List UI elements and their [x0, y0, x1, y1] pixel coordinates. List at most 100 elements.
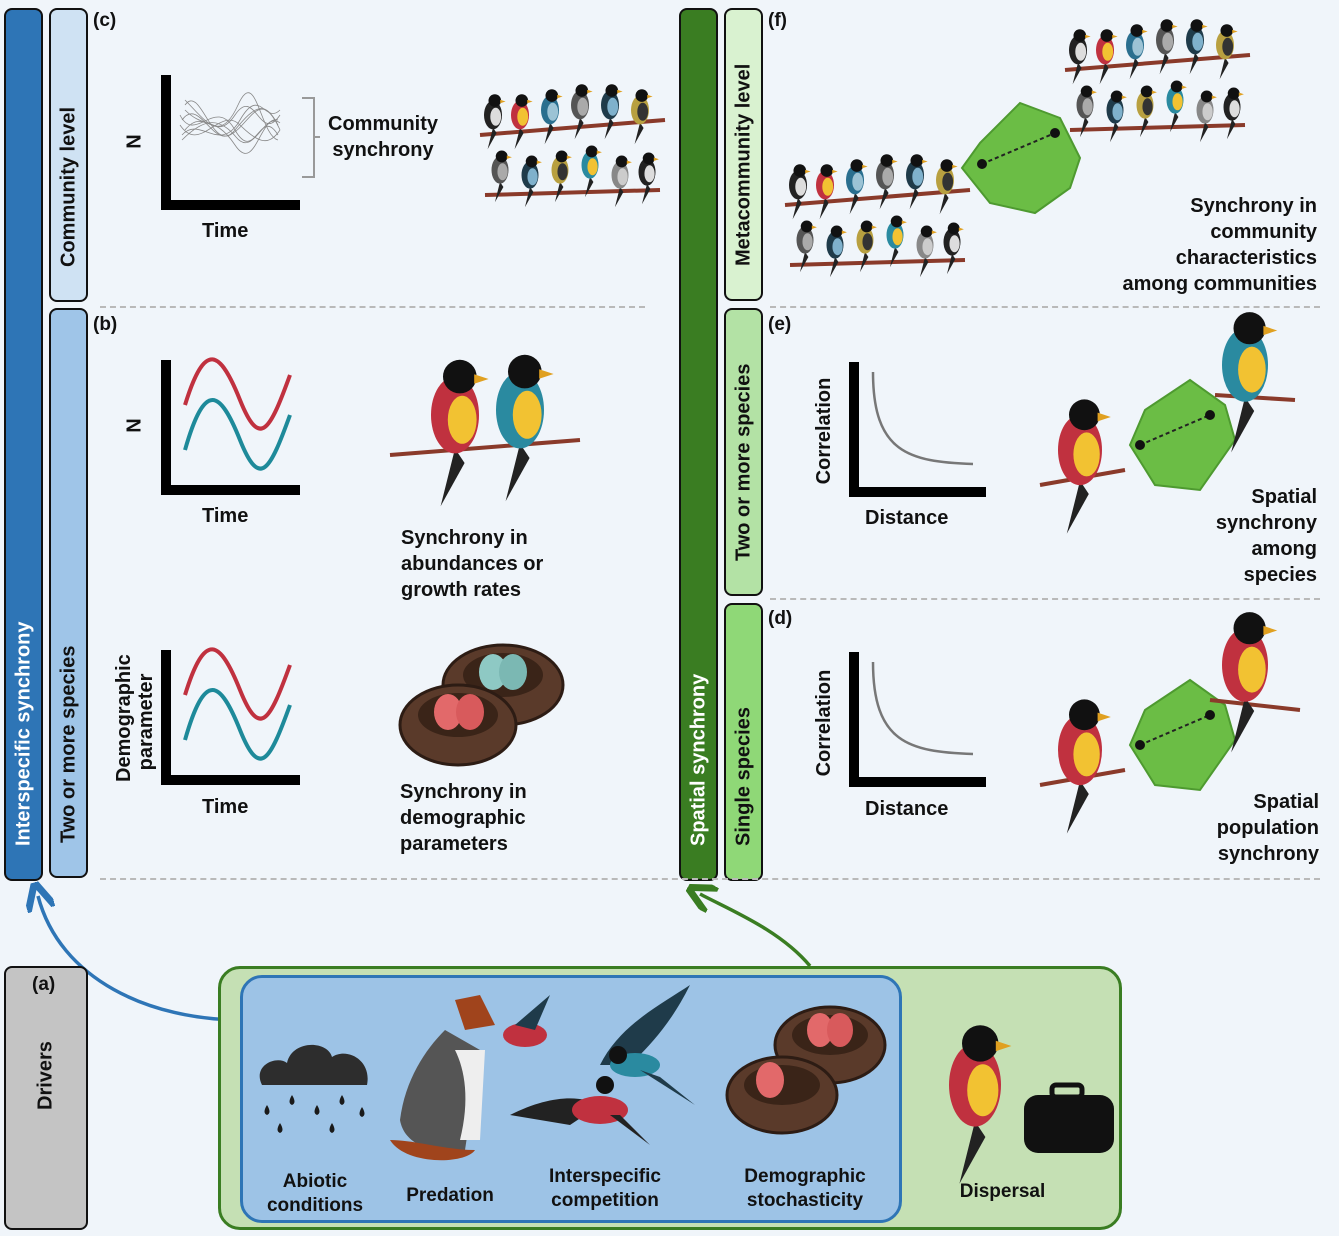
panel-f-caption-4: among communities: [1122, 273, 1317, 295]
bird-icon: [521, 155, 542, 208]
branch: [484, 188, 661, 197]
driver-dispersal: Dispersal: [959, 1181, 1046, 1202]
bird-icon: [638, 152, 659, 205]
bird-icon: [491, 150, 512, 203]
habitat-patch-icon: [960, 101, 1082, 215]
panel-c-caption-2: synchrony: [332, 139, 434, 161]
bird-icon: [1126, 24, 1148, 80]
branch: [389, 438, 581, 457]
metacommunity-level-bar: Metacommunity level: [724, 8, 763, 301]
bird-community-illustration-1: [784, 154, 971, 278]
panel-b-caption-3: growth rates: [401, 579, 522, 601]
blue-arrow: [38, 896, 243, 1022]
bird-icon: [1222, 312, 1278, 453]
panel-c-caption-1: Community: [328, 113, 438, 135]
panel-b-caption2-1: Synchrony in: [400, 781, 527, 803]
panel-d-tag: (d): [768, 608, 793, 629]
bird-icon: [511, 94, 533, 150]
driver-competition-2: competition: [551, 1190, 659, 1211]
bird-icon: [949, 1025, 1012, 1184]
panel-d-caption-3: synchrony: [1217, 843, 1319, 865]
fox-icon: [390, 995, 550, 1161]
competing-birds-icon: [510, 985, 695, 1145]
bird-icon: [1223, 87, 1244, 140]
panel-e-caption-1: Spatial: [1251, 486, 1317, 508]
bird-icon: [496, 354, 554, 502]
driver-abiotic-1: Abiotic: [282, 1171, 348, 1192]
panel-f-caption-3: characteristics: [1175, 247, 1317, 269]
panel-a-tag: (a): [32, 974, 56, 995]
bird-icon: [581, 145, 602, 198]
suitcase-icon: [1024, 1082, 1114, 1153]
bird-icon: [856, 220, 877, 273]
divider: [770, 598, 1320, 600]
bird-icon: [541, 89, 563, 145]
panel-f-caption-2: community: [1210, 221, 1317, 243]
bird-icon: [943, 222, 964, 275]
bird-population-pair-illustration: [1039, 612, 1301, 834]
panel-e-x-axis: Distance: [865, 507, 949, 529]
bird-community-illustration: [479, 84, 666, 208]
bird-icon: [789, 164, 811, 220]
panel-f-caption-1: Synchrony in: [1190, 195, 1317, 217]
bird-icon: [484, 94, 506, 150]
two-species-bar-right: Two or more species: [724, 308, 763, 596]
panel-b-caption-1: Synchrony in: [401, 527, 528, 549]
habitat-patch-icon: [1128, 378, 1237, 492]
panel-e-caption-3: among: [1251, 538, 1317, 560]
bird-icon: [611, 155, 632, 208]
bird-community-illustration-2: [1064, 19, 1251, 143]
driver-demographic-2: stochasticity: [746, 1190, 864, 1211]
driver-competition-1: Interspecific: [549, 1166, 661, 1187]
community-synchrony-plot: [161, 75, 300, 210]
bird-icon: [1222, 612, 1278, 753]
panel-b-caption-2: abundances or: [401, 553, 544, 575]
driver-demographic-1: Demographic: [744, 1166, 866, 1187]
bird-icon: [1196, 90, 1217, 143]
divider: [100, 306, 645, 308]
bird-icon: [1216, 24, 1238, 80]
bird-icon: [601, 84, 623, 140]
panel-b-x-axis2: Time: [202, 796, 249, 818]
bird-icon: [1156, 19, 1178, 75]
bird-icon: [1166, 80, 1187, 133]
community-level-bar: Community level: [49, 8, 88, 302]
abundance-synchrony-plot: [161, 357, 300, 495]
rain-cloud-icon: [259, 1044, 368, 1133]
drivers-bar: (a) Drivers: [4, 966, 88, 1230]
dispersal-bird-icon: [949, 1025, 1012, 1184]
driver-predation: Predation: [406, 1185, 494, 1206]
panel-e-caption-2: synchrony: [1215, 512, 1317, 534]
bird-icon: [876, 154, 898, 210]
green-arrow: [700, 894, 812, 968]
bracket-icon: [302, 97, 320, 178]
panel-b-caption2-3: parameters: [400, 833, 508, 855]
branch: [1209, 698, 1301, 712]
bird-icon: [816, 164, 838, 220]
divider: [770, 306, 1320, 308]
panel-c-x-axis: Time: [202, 220, 249, 242]
correlation-distance-plot-d: [849, 652, 986, 787]
bird-icon: [936, 159, 958, 215]
two-species-bar-left: Two or more species: [49, 308, 88, 878]
bird-icon: [826, 225, 847, 278]
panel-b-x-axis: Time: [202, 505, 249, 527]
panel-d-caption-1: Spatial: [1253, 791, 1319, 813]
branch: [1069, 123, 1246, 132]
bird-icon: [1058, 399, 1111, 534]
branch: [1064, 53, 1251, 72]
nests-icon: [398, 643, 565, 767]
bird-icon: [1186, 19, 1208, 75]
panel-b-caption2-2: demographic: [400, 807, 526, 829]
divider: [100, 878, 1320, 880]
branch: [479, 118, 666, 137]
demographic-synchrony-plot: [161, 647, 300, 785]
single-species-bar: Single species: [724, 603, 763, 881]
bird-species-pair-illustration: [1039, 312, 1296, 534]
bird-icon: [1069, 29, 1091, 85]
branch: [789, 258, 966, 267]
driver-abiotic-2: conditions: [266, 1195, 364, 1216]
bird-icon: [571, 84, 593, 140]
drivers-label: Drivers: [34, 1041, 57, 1110]
